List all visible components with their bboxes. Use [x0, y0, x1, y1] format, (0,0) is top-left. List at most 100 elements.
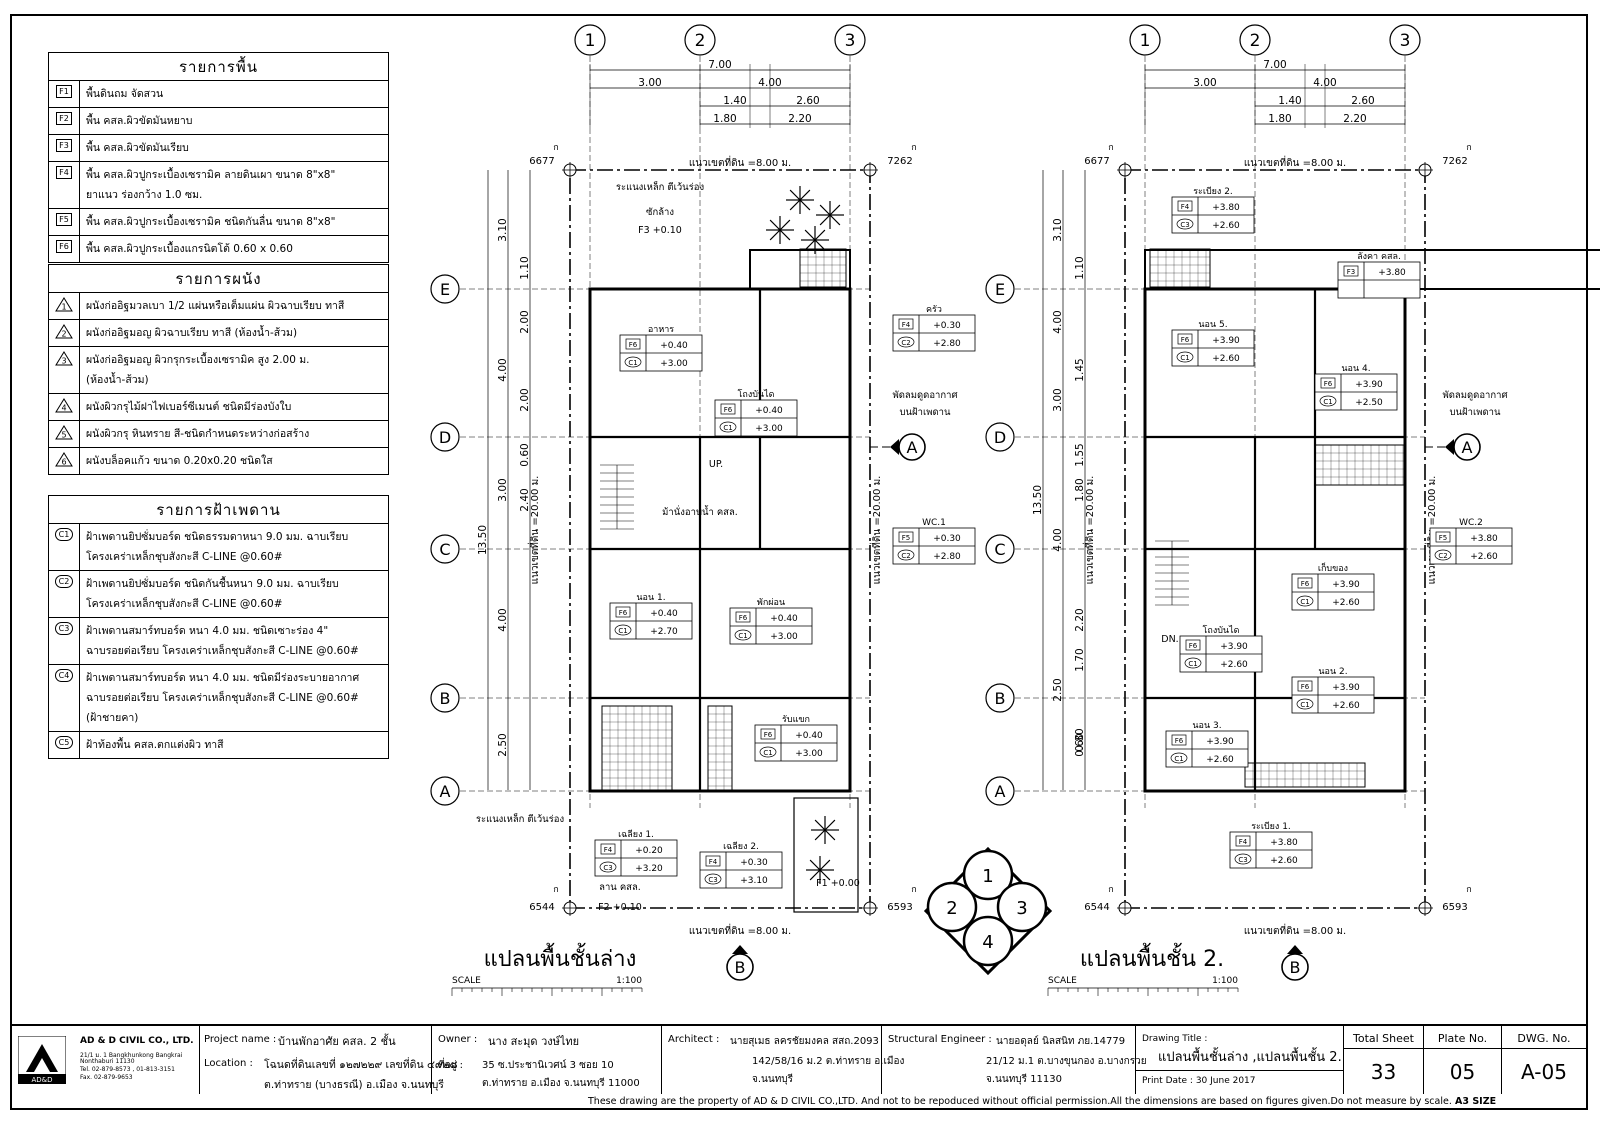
plant-leaf	[809, 859, 821, 871]
floor-level: +3.80	[1212, 203, 1240, 213]
balcony-2	[1144, 249, 1600, 290]
ceiling-code-oval	[704, 873, 722, 885]
legend-text: ฝ้าเพดานยิปซั่มบอร์ด ชนิดกันชื้นหนา 9.0 …	[86, 578, 339, 610]
plan-note: F2 +0.10	[598, 902, 642, 913]
compass-number-4: 4	[982, 932, 993, 953]
ceiling-level: +2.60	[1332, 701, 1360, 711]
svg-text:6: 6	[61, 458, 66, 467]
dim-text: 7.00	[708, 59, 731, 71]
ceiling-code: C2	[901, 339, 910, 347]
owner-label: Owner :	[438, 1034, 478, 1045]
plant-leaf	[779, 219, 791, 231]
ceiling-code-oval	[1234, 853, 1252, 865]
boundary-marker-label: 6544	[1084, 902, 1109, 913]
company-addr-4: Fax. 02-879-9653	[80, 1074, 133, 1081]
grid-row-E-text: E	[995, 280, 1005, 299]
dim-text: 13.50	[477, 525, 489, 555]
legend-text: พื้น คสล.ผิวขัดมันหยาบ	[86, 115, 193, 127]
dim-text: 2.50	[497, 733, 509, 756]
room-name-6: โถงบันได	[1203, 625, 1240, 636]
room-name-2: โถงบันได	[738, 389, 775, 400]
grid-col-2-circle	[1239, 24, 1271, 56]
total-sheet-cell: Total Sheet 33	[1344, 1026, 1424, 1094]
ceiling-code-oval	[897, 336, 915, 348]
boundary-marker-prefix: ก	[911, 143, 916, 153]
grid-row-D-circle	[430, 422, 460, 452]
plant-leaf	[829, 204, 841, 216]
ceiling-code: C1	[1180, 354, 1189, 362]
grid-row-B-text: B	[440, 689, 451, 708]
room-name-5: พักผ่อน	[757, 598, 785, 608]
section-arrow	[1445, 439, 1454, 455]
floor-level: +3.90	[1332, 580, 1360, 590]
dim-text: 1.40	[723, 95, 746, 107]
ceiling-code-oval	[599, 861, 617, 873]
plant-leaf	[819, 214, 831, 226]
legend-text: ผนังก่ออิฐมอญ ผิวกรุกระเบื้องเซรามิค สูง…	[86, 354, 310, 386]
sheet-frame	[10, 14, 1588, 1110]
plant-leaf	[769, 219, 781, 231]
plant-leaf	[789, 199, 801, 211]
dim-text: 1.10	[1074, 256, 1086, 279]
floor-level: +3.80	[1378, 268, 1406, 278]
ceiling-code: C2	[901, 552, 910, 560]
legend-code: 3	[49, 347, 80, 393]
engineer-label: Structural Engineer :	[888, 1034, 992, 1045]
svg-text:2: 2	[61, 330, 66, 339]
location-value: โฉนดที่ดินเลขที่ ๑๒๗๒๒๙ เลขที่ดิน ๔๙๒๘	[264, 1059, 458, 1071]
scale-value: 1:100	[1212, 976, 1238, 986]
plant-leaf	[814, 229, 826, 241]
ceiling-level: +3.00	[755, 424, 783, 434]
ceiling-code-oval	[759, 746, 777, 758]
boundary-label: แนวเขตที่ดิน =8.00 ม.	[1244, 923, 1346, 937]
ceiling-code: C3	[1238, 856, 1247, 864]
ceiling-level: +3.10	[740, 876, 768, 886]
dim-text: 2.40	[519, 488, 531, 511]
ceiling-level: +2.60	[1206, 755, 1234, 765]
legend-text: ผนังก่ออิฐมวลเบา 1/2 แผ่นหรือเต็มแผ่น ผิ…	[86, 300, 345, 312]
ceiling-code-oval	[734, 629, 752, 641]
total-sheet-label: Total Sheet	[1353, 1032, 1414, 1045]
grid-col-1-circle	[574, 24, 606, 56]
legend-title: รายการฝ้าเพดาน	[49, 496, 388, 524]
floor-code-box	[1171, 734, 1187, 746]
plan-note: ลาน คสล.	[599, 882, 641, 893]
floor-level: +0.30	[933, 321, 961, 331]
plate-value: 05	[1449, 1060, 1476, 1084]
floor-code: F6	[1301, 683, 1310, 691]
floor-code: F4	[1181, 203, 1190, 211]
ceiling-code-oval	[897, 549, 915, 561]
ceiling-code: C1	[1300, 598, 1309, 606]
boundary-marker-prefix: ก	[553, 143, 558, 153]
room-name-9: ระเบียง 1.	[1251, 821, 1291, 832]
dwg-value: A-05	[1521, 1060, 1567, 1084]
plant-leaf	[799, 199, 811, 211]
plan-note: พัดลมดูดอากาศ	[1442, 390, 1507, 401]
section-label-B: B	[1290, 958, 1301, 977]
grid-col-3-text: 3	[845, 31, 856, 51]
floor-code-box	[1343, 265, 1359, 277]
scale-label: SCALE	[1048, 976, 1077, 986]
ceiling-code-oval	[614, 624, 632, 636]
plant-leaf	[819, 869, 831, 881]
boundary-marker-label: 6677	[529, 156, 554, 167]
grid-row-E-text: E	[440, 280, 450, 299]
legend-text: ผนังผิวกรุ หินทราย สี-ชนิดกำหนดระหว่างก่…	[86, 428, 310, 440]
dim-text: 2.20	[1074, 608, 1086, 631]
grid-col-3-circle	[834, 24, 866, 56]
tile-area	[799, 248, 847, 288]
floor-code-box	[1235, 835, 1251, 847]
floor-code: F6	[629, 341, 638, 349]
footer-size: A3 SIZE	[1455, 1096, 1497, 1107]
plan-note: ระแนงเหล็ก ตีเว้นร่อง	[476, 812, 564, 825]
compass-circle	[962, 915, 1014, 967]
ceiling-level: +2.60	[1332, 598, 1360, 608]
ceiling-code-oval	[1296, 698, 1314, 710]
engineer-cell: Structural Engineer : นายอดุลย์ นิลสนิท …	[882, 1026, 1147, 1094]
section-arrow	[732, 945, 748, 954]
plan-note: ซักล้าง	[646, 207, 674, 218]
